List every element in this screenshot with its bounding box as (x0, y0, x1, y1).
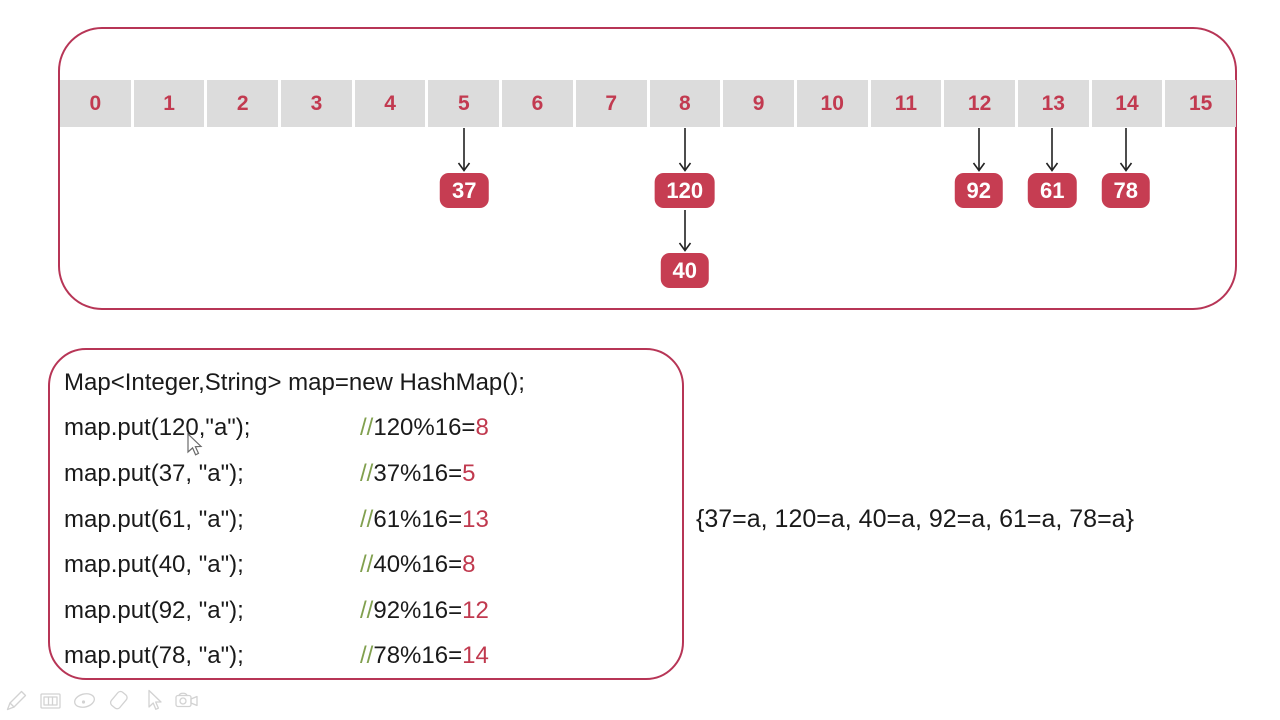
bucket-cell-11: 11 (870, 80, 942, 127)
bucket-cell-7: 7 (575, 80, 647, 127)
hashmap-tostring-output: {37=a, 120=a, 40=a, 92=a, 61=a, 78=a} (696, 505, 1134, 533)
code-comment: //78%16=14 (360, 642, 489, 670)
bucket-cell-2: 2 (207, 80, 279, 127)
code-comment: //37%16=5 (360, 459, 476, 487)
code-comment: //92%16=12 (360, 596, 489, 624)
board-icon[interactable] (37, 687, 64, 714)
mouse-cursor-icon (186, 432, 206, 459)
code-line: map.put(92, "a"); //92%16=12 (64, 588, 682, 634)
pen-icon[interactable] (3, 687, 30, 714)
code-statement: map.put(78, "a"); (64, 642, 244, 670)
bucket-cell-1: 1 (133, 80, 205, 127)
bucket-cell-15: 15 (1165, 80, 1236, 127)
camera-icon[interactable] (173, 687, 200, 714)
code-line: map.put(40, "a"); //40%16=8 (64, 542, 682, 588)
bucket-cell-10: 10 (796, 80, 868, 127)
bucket-cell-4: 4 (354, 80, 426, 127)
ellipse-icon[interactable] (71, 687, 98, 714)
code-line: map.put(37, "a"); //37%16=5 (64, 451, 682, 497)
bucket-cell-0: 0 (60, 80, 131, 127)
bucket-cell-8: 8 (649, 80, 721, 127)
bucket-cell-6: 6 (502, 80, 573, 127)
eraser-icon[interactable] (105, 687, 132, 714)
hash-bucket-panel (58, 27, 1237, 310)
bucket-cell-3: 3 (281, 80, 352, 127)
cursor-icon[interactable] (139, 687, 166, 714)
code-comment: //120%16=8 (360, 414, 489, 442)
annotation-toolbar (3, 687, 200, 714)
code-lines: Map<Integer,String> map=new HashMap(); ma… (64, 360, 682, 679)
code-comment: //61%16=13 (360, 505, 489, 533)
bucket-cell-12: 12 (944, 80, 1015, 127)
code-statement: map.put(120,"a"); (64, 414, 251, 442)
bucket-cell-5: 5 (428, 80, 500, 127)
code-statement: map.put(92, "a"); (64, 596, 244, 624)
code-panel: Map<Integer,String> map=new HashMap(); ma… (48, 348, 684, 680)
code-line: map.put(120,"a"); //120%16=8 (64, 406, 682, 452)
code-line: Map<Integer,String> map=new HashMap(); (64, 360, 682, 406)
code-line: map.put(61, "a"); //61%16=13 (64, 497, 682, 543)
code-statement: map.put(61, "a"); (64, 505, 244, 533)
bucket-cell-9: 9 (723, 80, 794, 127)
code-comment: //40%16=8 (360, 551, 476, 579)
code-statement: map.put(40, "a"); (64, 551, 244, 579)
code-statement: map.put(37, "a"); (64, 459, 244, 487)
code-line: map.put(78, "a"); //78%16=14 (64, 634, 682, 680)
bucket-cell-14: 14 (1091, 80, 1163, 127)
bucket-cell-13: 13 (1017, 80, 1089, 127)
code-statement: Map<Integer,String> map=new HashMap(); (64, 368, 525, 396)
